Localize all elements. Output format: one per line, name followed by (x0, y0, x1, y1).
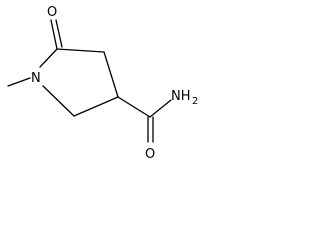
bond-c2-o-b (55, 19, 63, 48)
ring-nitrogen-label: N (31, 71, 41, 86)
amide-oxygen-label: O (145, 147, 155, 162)
bond-c4-camide (117, 96, 151, 118)
bond-methyl-n (7, 77, 31, 87)
amide-nitrogen-subscript: 2 (192, 96, 198, 107)
bond-camide-n (149, 99, 172, 118)
bond-c5-n (42, 85, 75, 117)
ring-oxygen-label: O (47, 5, 57, 20)
bond-c2-o-a (50, 19, 58, 50)
bond-c2-c3 (56, 48, 105, 53)
molecule-structure: O N O NH 2 (7, 5, 198, 162)
bond-c3-c4 (103, 51, 119, 98)
amide-nitrogen-label: NH (171, 89, 191, 104)
bond-c4-c5 (73, 96, 119, 117)
bond-n-c2 (39, 48, 58, 68)
